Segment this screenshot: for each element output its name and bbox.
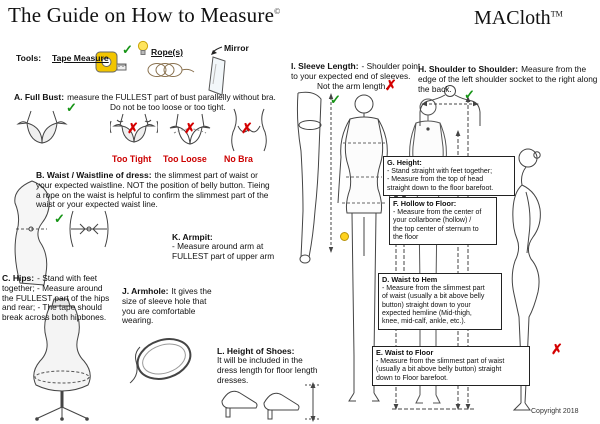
checkmark-correct-bra: ✓ [66,100,77,115]
section-waist-to-hem-line-4: expected hemline (Mid-thigh, [382,309,472,317]
lightbulb-icon [137,40,149,56]
section-waist-to-hem-title: D. Waist to Hem [382,275,438,284]
section-hips-text: - Stand with feet together; - Measure ar… [2,273,110,323]
mirror-icon [208,56,228,96]
section-hollow-to-floor-line-2: your collarbone (hollow) / [393,217,472,225]
section-hollow-to-floor-box: F. Hollow to Floor: - Measure from the c… [389,197,497,246]
section-hollow-to-floor-line-3: the top center of sternum to [393,225,479,233]
no-bra-torso-illustration [226,108,272,152]
section-hollow-to-floor-line-4: the floor [393,233,419,241]
brand-logo: MAClothTM [474,7,563,30]
section-armpit: K. Armpit: - Measure around arm at FULLE… [172,232,284,262]
bra-correct-illustration [16,108,68,152]
section-armhole-title: J. Armhole: [122,286,169,296]
section-height-title: G. Height: [387,158,422,167]
bra-label-no-bra: No Bra [224,154,253,164]
section-sleeve-length-text: - Shoulder point to your expected end of… [291,61,421,81]
copyright-symbol: © [274,7,281,16]
mirror-label: Mirror [224,43,249,53]
section-height-box: G. Height: - Stand straight with feet to… [383,156,515,196]
armhole-loop-illustration [126,327,200,389]
section-full-bust-text: measure the FULLEST part of bust paralle… [67,92,276,102]
tools-label: Tools: [16,53,42,63]
checkmark-shoulder-measure: ✓ [464,87,475,102]
cross-arm-length: ✗ [385,77,397,93]
section-waist-to-floor-box: E. Waist to Floor - Measure from the sli… [372,346,530,386]
section-full-bust-note: Do not be too loose or too tight. [110,101,226,112]
body-front-figure-illustration [326,91,402,415]
section-height-line-2: - Measure from the top of head [387,176,484,184]
section-height-of-shoes-title: L. Height of Shoes: [217,346,295,356]
bra-label-too-loose: Too Loose [163,154,207,164]
section-waist-to-hem-line-2: of waist (usually a bit above belly [382,293,485,301]
section-hips: C. Hips:- Stand with feet together; - Me… [2,273,114,323]
section-waist-to-floor-line-2: (usually a bit above belly button) strai… [376,366,502,374]
section-waist-to-floor-line-3: down to Floor barefoot. [376,374,448,382]
section-waist-to-hem-line-3: button) straight down to your [382,301,471,309]
section-hips-title: C. Hips: [2,273,35,283]
section-waist-to-floor-line-1: - Measure from the slimmest part of wais… [376,357,505,365]
section-height-of-shoes: L. Height of Shoes: It will be included … [217,346,323,385]
checkmark-front-figure: ✓ [330,92,341,107]
section-waist-title: B. Waist / Waistline of dress: [36,170,152,180]
mannequin-side-illustration [2,179,64,287]
dress-form-illustration [6,297,118,421]
section-waist: B. Waist / Waistline of dress:the slimme… [36,170,274,210]
section-hollow-to-floor-line-1: - Measure from the center of [393,208,482,216]
section-shoulder-to-shoulder-title: H. Shoulder to Shoulder: [418,64,519,74]
section-waist-to-hem-line-1: - Measure from the slimmest part [382,284,485,292]
rope-label: Rope(s) [151,47,183,57]
waist-point-marker-dot-icon [340,232,349,241]
tape-measure-label: Tape Measure [52,53,109,63]
section-waist-text: the slimmest part of waist or your expec… [36,170,270,210]
mirror-pointer-arrow-icon [209,45,223,57]
section-waist-to-floor-title: E. Waist to Floor [376,348,434,357]
shoulder-to-shoulder-back-illustration [418,84,482,128]
section-armpit-title: K. Armpit: [172,232,213,242]
section-armpit-text: - Measure around arm at FULLEST part of … [172,241,275,261]
bra-too-loose-illustration [166,111,214,151]
page-title: The Guide on How to Measure© [8,3,280,28]
section-height-of-shoes-text: It will be included in the dress length … [217,355,318,385]
brand-name: MACloth [474,7,551,29]
section-waist-to-hem-box: D. Waist to Hem - Measure from the slimm… [378,273,502,330]
section-full-bust-title: A. Full Bust: [14,92,65,102]
bra-label-too-tight: Too Tight [112,154,152,164]
section-height-line-3: straight down to the floor barefoot. [387,184,494,192]
page-title-text: The Guide on How to Measure [8,3,275,27]
copyright-text: Copyright 2018 [531,408,579,415]
cross-too-tight: ✗ [127,120,139,136]
waist-rope-illustration [64,210,114,248]
trademark-symbol: TM [550,9,563,19]
section-shoulder-to-shoulder: H. Shoulder to Shoulder:Measure from the… [418,64,598,94]
cross-side-figure: ✗ [551,341,563,357]
section-waist-to-hem-line-5: knee, mid-calf, ankle, etc.). [382,318,466,326]
section-armhole: J. Armhole:It gives the size of sleeve h… [122,286,218,326]
section-sleeve-length: I. Sleeve Length:- Shoulder point to you… [291,61,421,91]
cross-too-loose: ✗ [184,120,196,136]
cross-no-bra: ✗ [241,120,253,136]
section-sleeve-length-title: I. Sleeve Length: [291,61,359,71]
section-shoulder-to-shoulder-text: Measure from the edge of the left should… [418,64,598,94]
body-side-figure-illustration [486,145,568,415]
section-hollow-to-floor-title: F. Hollow to Floor: [393,199,457,208]
checkmark-waist-rope: ✓ [54,211,65,226]
bra-too-tight-illustration [110,111,158,151]
section-armhole-text: It gives the size of sleeve hole that yo… [122,286,212,326]
tape-measure-icon [95,51,127,77]
section-full-bust: A. Full Bust:measure the FULLEST part of… [14,92,314,113]
arm-sleeve-illustration [286,89,336,265]
checkmark-tape-measure: ✓ [122,42,133,57]
section-sleeve-length-note: Not the arm length. [317,80,388,91]
rope-icon [145,60,195,80]
high-heel-shoes-illustration [220,381,320,423]
section-height-line-1: - Stand straight with feet together; [387,167,493,175]
